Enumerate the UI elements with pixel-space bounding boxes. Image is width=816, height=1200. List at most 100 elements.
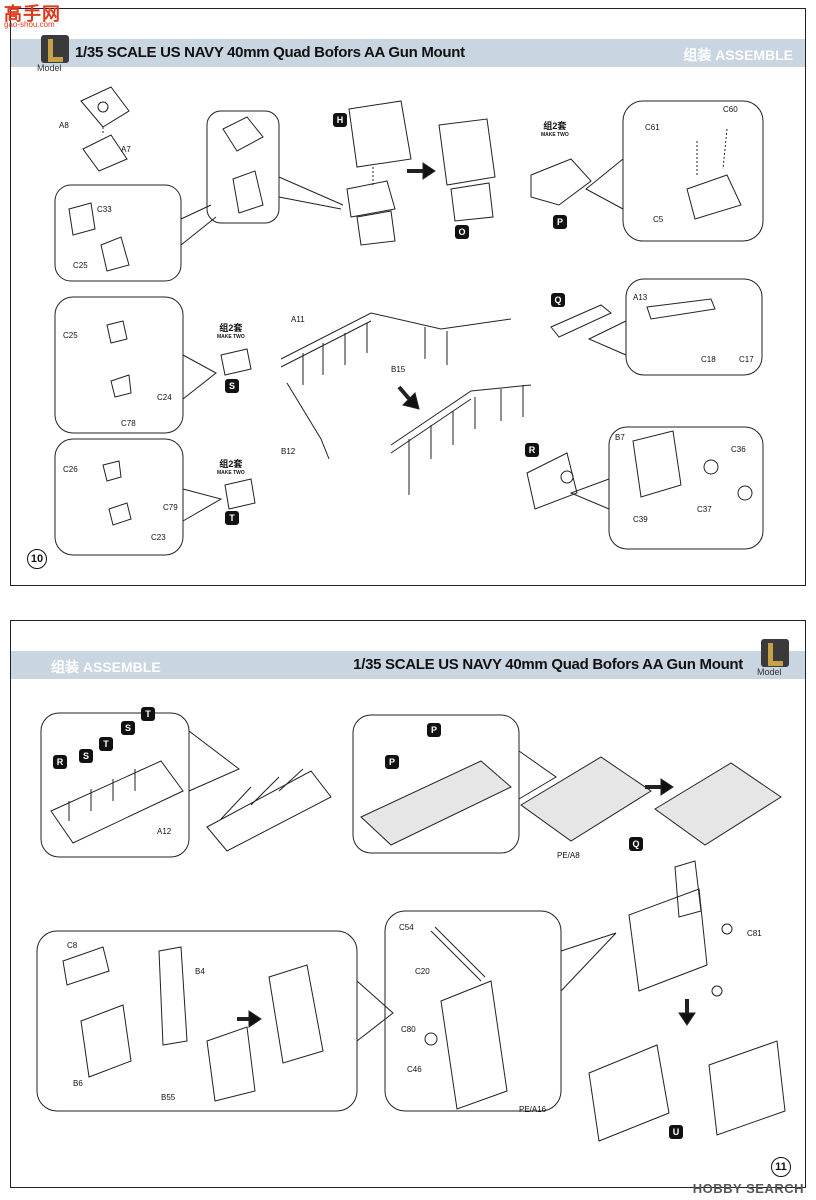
page-title: 1/35 SCALE US NAVY 40mm Quad Bofors AA G… bbox=[353, 656, 743, 673]
page-number: 10 bbox=[27, 549, 47, 569]
subassembly-tag-s: S bbox=[121, 721, 135, 735]
subassembly-tag-q: Q bbox=[629, 837, 643, 851]
page-title: 1/35 SCALE US NAVY 40mm Quad Bofors AA G… bbox=[75, 44, 465, 61]
callout-pointer bbox=[182, 488, 223, 522]
subassembly-tag-t: T bbox=[141, 707, 155, 721]
subassembly-tag-t: T bbox=[99, 737, 113, 751]
part-label: B12 bbox=[281, 447, 296, 456]
callout-bubble bbox=[608, 426, 764, 550]
part-label: C79 bbox=[163, 503, 178, 512]
part-label: C54 bbox=[399, 923, 414, 932]
logo-mark-icon bbox=[761, 639, 789, 667]
part-label: B15 bbox=[391, 365, 406, 374]
part-label: C25 bbox=[73, 261, 88, 270]
part-label: A8 bbox=[59, 121, 69, 130]
callout-bubble bbox=[36, 930, 358, 1112]
make-two-note: 组2套 MAKE TWO bbox=[541, 121, 569, 138]
callout-pointer bbox=[180, 204, 217, 246]
part-label: C25 bbox=[63, 331, 78, 340]
hobby-search-watermark: HOBBY SEARCH bbox=[692, 1181, 804, 1196]
part-label: C20 bbox=[415, 967, 430, 976]
part-label: C24 bbox=[157, 393, 172, 402]
subassembly-tag-p: P bbox=[553, 215, 567, 229]
callout-bubble bbox=[54, 296, 184, 434]
subassembly-tag-r: R bbox=[525, 443, 539, 457]
page-number: 11 bbox=[771, 1157, 791, 1177]
part-label: B7 bbox=[615, 433, 625, 442]
logo-text: Model bbox=[37, 63, 62, 73]
part-label: A7 bbox=[121, 145, 131, 154]
part-a7-shape bbox=[82, 134, 128, 172]
callout-pointer bbox=[569, 478, 610, 510]
part-label: A11 bbox=[291, 315, 305, 324]
logo-text: Model bbox=[757, 667, 782, 677]
part-label: C26 bbox=[63, 465, 78, 474]
subassembly-tag-t: T bbox=[225, 511, 239, 525]
part-label: PE/A8 bbox=[557, 851, 580, 860]
subassembly-tag-u: U bbox=[669, 1125, 683, 1139]
part-label: C61 bbox=[645, 123, 660, 132]
callout-pointer bbox=[278, 176, 344, 210]
page-header-band: 1/35 SCALE US NAVY 40mm Quad Bofors AA G… bbox=[11, 39, 805, 67]
part-label: C78 bbox=[121, 419, 136, 428]
brand-logo: Model bbox=[37, 35, 69, 73]
part-a8-shape bbox=[80, 86, 130, 128]
subassembly-tag-q: Q bbox=[551, 293, 565, 307]
assembly-diagram-11 bbox=[36, 712, 786, 1142]
callout-bubble bbox=[206, 110, 280, 224]
part-label: C36 bbox=[731, 445, 746, 454]
callout-bubble bbox=[384, 910, 562, 1112]
subassembly-tag-p: P bbox=[427, 723, 441, 737]
part-label: C81 bbox=[747, 929, 762, 938]
part-label: C37 bbox=[697, 505, 712, 514]
callout-pointer bbox=[188, 730, 240, 792]
part-label: C23 bbox=[151, 533, 166, 542]
part-label: C18 bbox=[701, 355, 716, 364]
callout-bubble bbox=[54, 438, 184, 556]
subassembly-tag-h: H bbox=[333, 113, 347, 127]
part-label: C46 bbox=[407, 1065, 422, 1074]
part-label: PE/A16 bbox=[519, 1105, 547, 1114]
assemble-heading: 组装 ASSEMBLE bbox=[51, 659, 161, 675]
part-label: C60 bbox=[723, 105, 738, 114]
callout-bubble bbox=[40, 712, 190, 858]
assemble-heading: 组装 ASSEMBLE bbox=[683, 47, 793, 63]
part-label: B55 bbox=[161, 1093, 176, 1102]
callout-pointer bbox=[587, 320, 627, 356]
callout-pointer bbox=[518, 750, 557, 800]
callout-pointer bbox=[585, 158, 624, 210]
part-label: C8 bbox=[67, 941, 78, 950]
part-label: C33 bbox=[97, 205, 112, 214]
part-label: C5 bbox=[653, 215, 664, 224]
callout-bubble bbox=[352, 714, 520, 854]
part-label: A12 bbox=[157, 827, 172, 836]
instruction-page-10: 1/35 SCALE US NAVY 40mm Quad Bofors AA G… bbox=[10, 8, 806, 586]
part-label: A13 bbox=[633, 293, 648, 302]
make-two-note: 组2套 MAKE TWO bbox=[217, 323, 245, 340]
callout-pointer bbox=[560, 932, 617, 992]
subassembly-tag-s: S bbox=[225, 379, 239, 393]
subassembly-tag-p: P bbox=[385, 755, 399, 769]
part-label: B6 bbox=[73, 1079, 83, 1088]
callout-bubble bbox=[622, 100, 764, 242]
callout-bubble bbox=[625, 278, 763, 376]
watermark-brand: 高手网 bbox=[4, 4, 61, 24]
site-watermark: 高手网 gao-shou.com bbox=[2, 0, 80, 30]
subassembly-tag-r: R bbox=[53, 755, 67, 769]
part-label: C80 bbox=[401, 1025, 416, 1034]
instruction-page-11: 组装 ASSEMBLE 1/35 SCALE US NAVY 40mm Quad… bbox=[10, 620, 806, 1188]
callout-pointer bbox=[182, 354, 217, 400]
callout-bubble bbox=[54, 184, 182, 282]
assembly-diagram-10 bbox=[54, 86, 764, 556]
logo-mark-icon bbox=[41, 35, 69, 63]
part-label: C17 bbox=[739, 355, 754, 364]
callout-pointer bbox=[356, 980, 394, 1042]
brand-logo: Model bbox=[757, 639, 789, 677]
page-header-band: 组装 ASSEMBLE 1/35 SCALE US NAVY 40mm Quad… bbox=[11, 651, 805, 679]
part-label: B4 bbox=[195, 967, 205, 976]
subassembly-tag-o: O bbox=[455, 225, 469, 239]
subassembly-tag-s: S bbox=[79, 749, 93, 763]
make-two-note: 组2套 MAKE TWO bbox=[217, 459, 245, 476]
watermark-url: gao-shou.com bbox=[4, 20, 55, 29]
part-label: C39 bbox=[633, 515, 648, 524]
